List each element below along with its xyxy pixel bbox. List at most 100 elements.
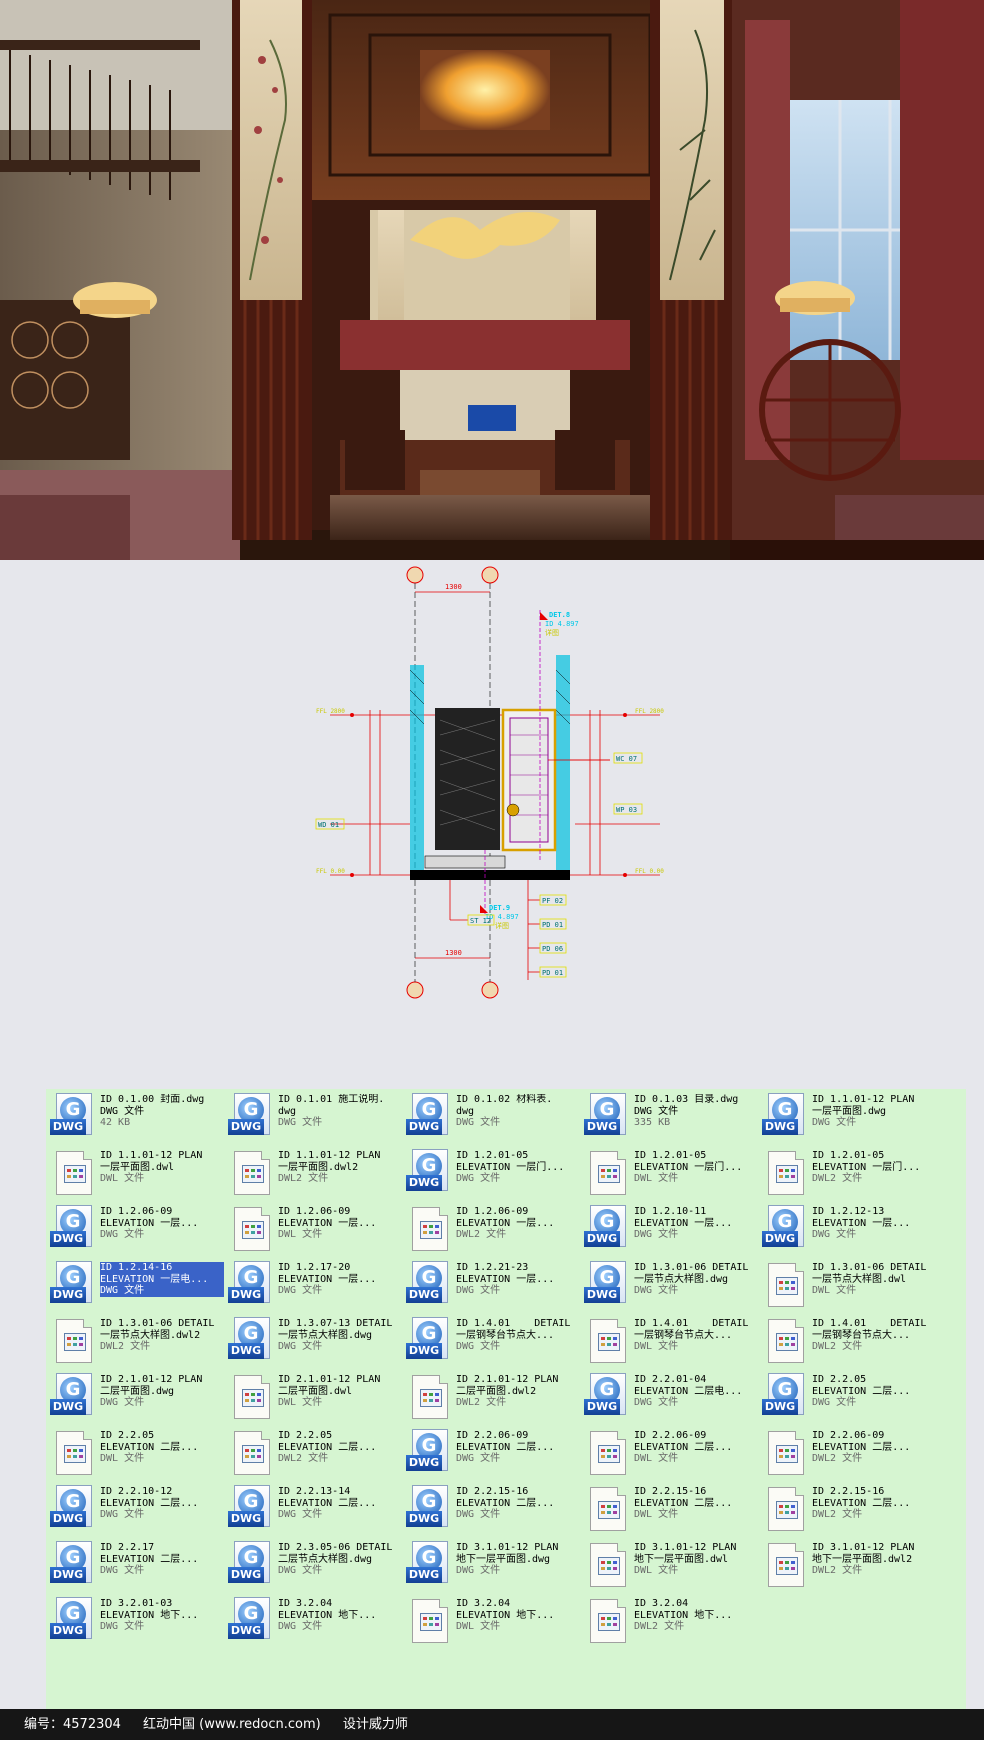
cad-floor-slab xyxy=(410,870,570,880)
file-name-line-1: ID 1.2.10-11 xyxy=(634,1206,707,1217)
cad-tag-pd-1b: PD 01 xyxy=(542,969,563,977)
dwl-doc-shape xyxy=(412,1599,448,1643)
file-meta: DWL2 文件 xyxy=(100,1341,151,1352)
file-meta: DWG 文件 xyxy=(812,1117,857,1128)
dwg-g-glyph: G xyxy=(238,1265,264,1291)
dwg-tag-label: DWG xyxy=(406,1567,442,1583)
dwl-doc-shape xyxy=(768,1431,804,1475)
dwg-tag-label: DWG xyxy=(228,1343,264,1359)
dwg-g-glyph: G xyxy=(594,1209,620,1235)
cad-level-bottom-right: FFL 0.00 xyxy=(635,868,664,875)
file-name-line-2: 一层节点大样图.dwg xyxy=(634,1273,729,1285)
file-name-line-2: ELEVATION 二层... xyxy=(100,1497,199,1509)
dwg-g-glyph: G xyxy=(60,1209,86,1235)
file-name-line-2: ELEVATION 二层... xyxy=(634,1441,733,1453)
dwg-g-glyph: G xyxy=(416,1265,442,1291)
dwg-g-glyph: G xyxy=(416,1097,442,1123)
dwl-window-glyph xyxy=(598,1445,620,1463)
dwl-window-glyph xyxy=(776,1333,798,1351)
dwl-file-icon xyxy=(228,1149,272,1197)
dwg-g-glyph: G xyxy=(60,1377,86,1403)
file-name-line-1: ID 1.2.01-05 xyxy=(456,1150,529,1161)
cad-det-bottom-sub2: 详图 xyxy=(495,921,509,930)
cad-level-top-left: FFL 2800 xyxy=(316,708,345,715)
dwl-doc-shape xyxy=(590,1151,626,1195)
file-meta: DWG 文件 xyxy=(456,1341,501,1352)
dwg-tag-label: DWG xyxy=(50,1623,86,1639)
file-name-line-2: 地下一层平面图.dwl2 xyxy=(812,1553,913,1565)
file-name-line-2: 二层平面图.dwl2 xyxy=(456,1385,537,1397)
file-meta: DWL2 文件 xyxy=(456,1397,507,1408)
file-name-line-1: ID 3.1.01-12 PLAN xyxy=(456,1542,559,1553)
dwg-g-glyph: G xyxy=(772,1209,798,1235)
dwg-tag-label: DWG xyxy=(584,1119,620,1135)
file-name-line-1: ID 2.2.01-04 xyxy=(634,1374,707,1385)
file-name-line-1: ID 2.2.15-16 xyxy=(812,1486,885,1497)
file-meta: DWG 文件 xyxy=(278,1117,323,1128)
file-name-line-2: 一层节点大样图.dwl xyxy=(812,1273,907,1285)
dwg-tag-label: DWG xyxy=(50,1287,86,1303)
file-name-line-1: ID 1.1.01-12 PLAN xyxy=(812,1094,915,1105)
file-name-line-1: ID 2.2.15-16 xyxy=(634,1486,707,1497)
file-name-line-1: ID 0.1.03 目录.dwg xyxy=(634,1094,739,1105)
file-name-line-2: ELEVATION 一层... xyxy=(278,1273,377,1285)
cad-level-bottom-left: FFL 0.00 xyxy=(316,868,345,875)
